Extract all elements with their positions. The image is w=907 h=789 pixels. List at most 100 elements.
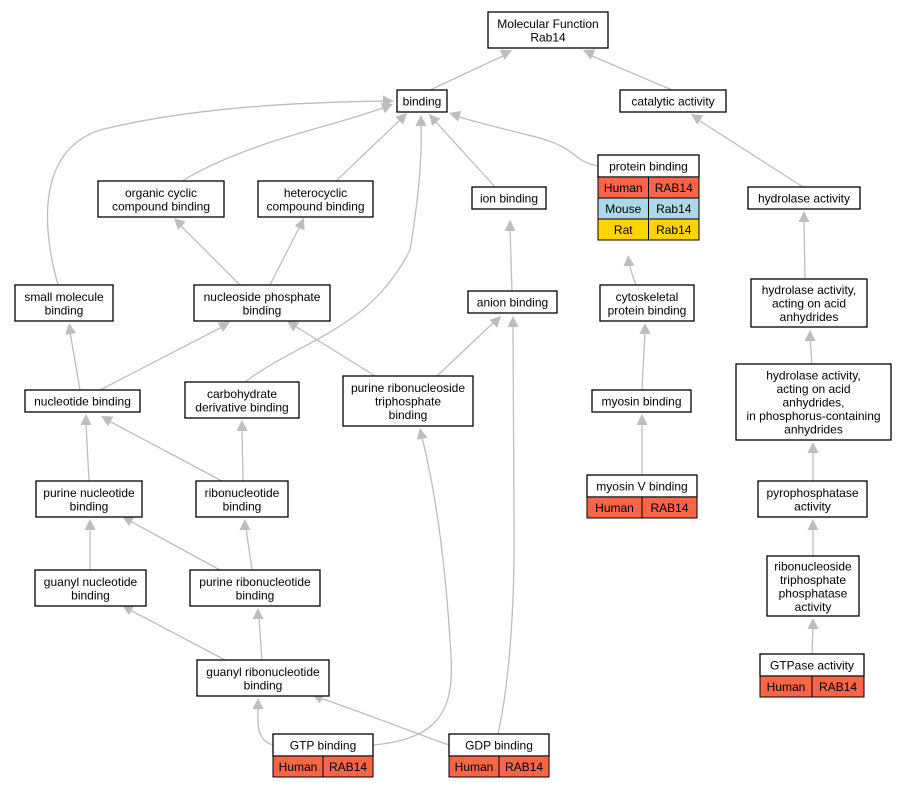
node-box: [750, 278, 868, 328]
node-label-line: ribonucleoside: [774, 559, 852, 573]
arrowhead-ribonucleotide-to-carbohydrate: [236, 420, 248, 431]
edge-gdp-to-guanyl-rnt: [319, 697, 450, 746]
node-hydrolase-activity[interactable]: hydrolase activity: [747, 186, 861, 210]
arrowhead-nucleotide-to-small-molecule: [65, 323, 77, 335]
gene-cell: [498, 755, 550, 778]
edge-gtpase-to-rnt-phos: [811, 626, 814, 655]
edge-purine-rnt-to-ribonucleotide: [245, 527, 253, 571]
node-label-line: hydrolase activity: [758, 192, 850, 206]
arrowhead-gtp-to-purine-rnt-tri: [416, 428, 428, 440]
arrowhead-carbohydrate-to-binding: [415, 115, 427, 126]
node-box: [35, 480, 143, 518]
node-label-line: guanyl ribonucleotide: [206, 665, 320, 679]
node-label-line: derivative binding: [195, 400, 288, 414]
arrowhead-hydrolase-phos-to-acid: [804, 330, 816, 341]
node-ion-binding[interactable]: ion binding: [471, 186, 547, 210]
node-nucleotide-binding[interactable]: nucleotide binding: [24, 389, 141, 413]
edge-anion-to-ion: [509, 227, 513, 292]
species-label: Mouse: [605, 202, 641, 216]
node-label-line: protein binding: [609, 160, 688, 174]
node-label-line: binding: [389, 408, 428, 422]
edge-hydrolase-acid-to-hydrolase: [803, 219, 806, 280]
edge-gtp-to-purine-rnt-tri: [372, 436, 452, 746]
edge-nucleoside-to-organic: [179, 224, 241, 286]
arrowhead-gtpase-to-rnt-phos: [807, 618, 819, 629]
node-label-line: binding: [403, 95, 442, 109]
node-box: [193, 284, 331, 322]
node-label-line: Molecular Function: [497, 17, 598, 31]
arrowhead-cytoskeletal-to-protein: [623, 255, 635, 267]
gene-cell: [641, 496, 698, 519]
edge-organic-to-binding: [181, 106, 386, 182]
edge-purine-rnt-tri-to-nucleoside: [294, 325, 376, 377]
node-label-line: binding: [45, 303, 84, 317]
node-label-line: compound binding: [112, 199, 210, 213]
edges: [46, 49, 819, 746]
arrowhead-small-molecule-to-binding: [383, 95, 394, 107]
node-catalytic-activity[interactable]: catalytic activity: [619, 89, 727, 113]
edge-hydrolase-phos-to-acid: [809, 337, 813, 365]
node-label-line: binding: [236, 588, 275, 602]
node-box: [396, 89, 448, 113]
edge-protein-to-binding: [455, 115, 599, 167]
arrowhead-gtp-to-guanyl-rnt: [252, 698, 264, 709]
arrowhead-heterocyclic-to-binding: [395, 113, 407, 125]
node-label-line: hydrolase activity,: [762, 283, 856, 297]
node-hydrolase-phos[interactable]: hydrolase activity,acting on acidanhydri…: [735, 363, 892, 441]
node-label-line: pyrophosphatase: [766, 486, 858, 500]
edge-purine-nucleotide-to-nucleotide: [85, 422, 90, 482]
edge-guanyl-rnt-to-purine-rnt: [258, 616, 263, 661]
species-label: Human: [595, 501, 634, 515]
node-box: [757, 480, 868, 518]
arrowhead-pyro-to-hydrolase-phos: [807, 442, 819, 453]
gene-label: RAB14: [655, 181, 693, 195]
edge-hydrolase-to-catalytic: [699, 120, 804, 188]
edge-nucleotide-to-small-molecule: [69, 331, 81, 391]
arrowhead-ribonucleotide-to-nucleotide: [101, 416, 114, 427]
arrowhead-purine-rnt-tri-to-nucleoside: [287, 321, 300, 332]
node-label-line: GDP binding: [465, 739, 533, 753]
node-anion-binding[interactable]: anion binding: [467, 290, 558, 314]
node-label-line: Rab14: [530, 30, 566, 44]
node-label-line: phosphatase: [779, 586, 848, 600]
arrowhead-hydrolase-to-catalytic: [691, 114, 704, 125]
edge-ion-to-binding: [435, 121, 496, 188]
node-rnt-phosphatase[interactable]: ribonucleosidetriphosphatephosphataseact…: [766, 555, 860, 617]
node-label-line: triphosphate: [375, 395, 441, 409]
node-box: [196, 659, 330, 697]
arrowhead-gdp-to-anion: [507, 316, 519, 327]
edge-binding-to-mf: [429, 54, 506, 91]
node-myosin-binding[interactable]: myosin binding: [591, 389, 692, 413]
node-binding[interactable]: binding: [396, 89, 448, 113]
node-label-line: compound binding: [266, 199, 364, 213]
arrowhead-protein-to-binding: [449, 110, 462, 122]
gene-label: RAB14: [819, 680, 857, 694]
node-hydrolase-acid[interactable]: hydrolase activity,acting on acidanhydri…: [750, 278, 868, 328]
node-label-line: acting on acid: [776, 382, 850, 396]
node-box: [97, 180, 225, 218]
node-label-line: carbohydrate: [207, 387, 277, 401]
